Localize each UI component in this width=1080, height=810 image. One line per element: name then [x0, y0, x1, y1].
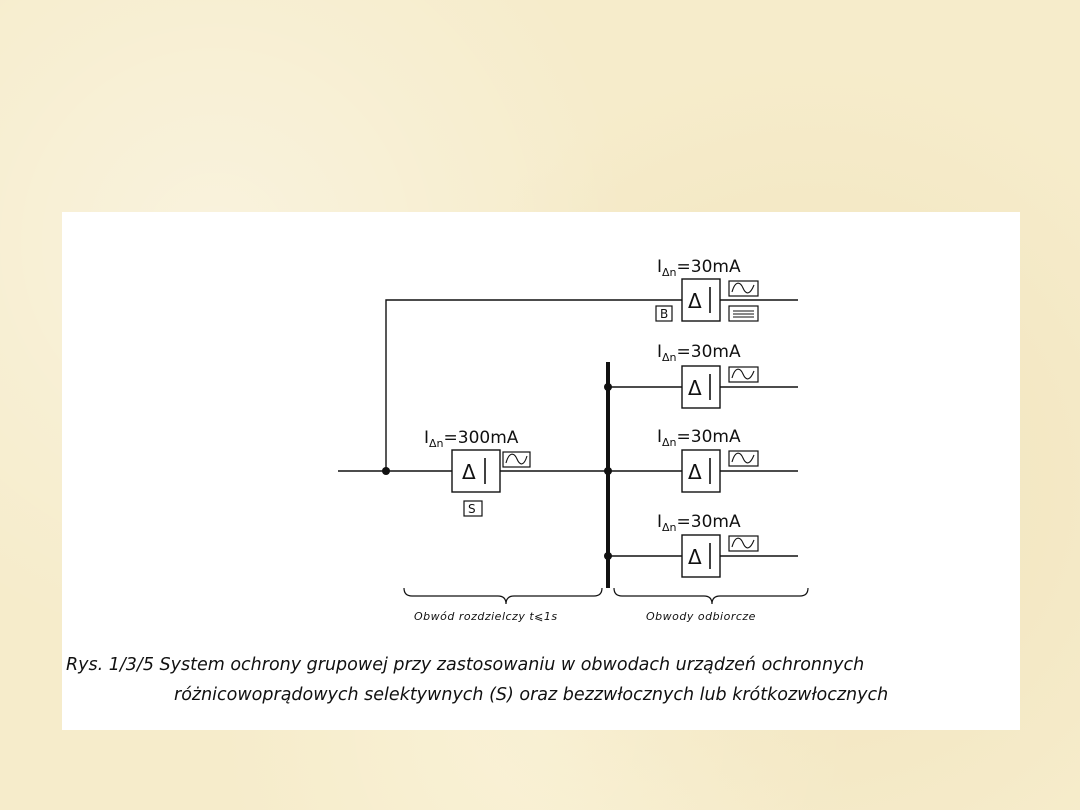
ac-wave-icon [731, 537, 755, 549]
rating-label: IΔn=30mA [657, 427, 741, 449]
type-b-mark-box [655, 305, 673, 322]
branch-rcd-3: Δ IΔn=30mA [657, 512, 759, 578]
wiring [338, 299, 798, 557]
caption-line-2: różnicowoprądowych selektywnych (S) oraz… [174, 685, 889, 705]
junction-dot [604, 467, 612, 475]
type-b-rcd: Δ B IΔn=30mA [655, 257, 759, 322]
delta-symbol: Δ [688, 289, 702, 313]
rcd-box [681, 534, 721, 578]
rating-label: IΔn=30mA [657, 342, 741, 364]
junctions [382, 383, 612, 560]
junction-dot [382, 467, 390, 475]
rcd-box [681, 449, 721, 493]
ac-wave-icon [731, 368, 755, 380]
ac-wave-icon [731, 282, 755, 294]
rating-label: IΔn=30mA [657, 512, 741, 534]
branch-rcd-2: Δ IΔn=30mA [657, 427, 759, 493]
delta-symbol: Δ [688, 460, 702, 484]
rating-label: IΔn=30mA [657, 257, 741, 279]
dc-lines-icon [733, 310, 754, 318]
selective-mark: S [468, 502, 476, 516]
delta-symbol: Δ [462, 460, 476, 484]
rcd-box [451, 449, 501, 493]
junction-dot [604, 552, 612, 560]
main-rcd: Δ S IΔn=300mA [424, 428, 531, 517]
rcd-box [681, 365, 721, 409]
rating-label: IΔn=300mA [424, 428, 519, 450]
selective-mark-box [463, 500, 483, 517]
distribution-brace-label: Obwód rozdzielczy t⩽1s [414, 610, 558, 623]
figure-caption: Rys. 1/3/5 System ochrony grupowej przy … [66, 650, 1016, 710]
ac-wave-icon [505, 453, 528, 465]
receivers-brace-label: Obwody odbiorcze [646, 610, 756, 623]
delta-symbol: Δ [688, 545, 702, 569]
branch-rcd-1: Δ IΔn=30mA [657, 342, 759, 409]
type-b-branch-wire [385, 299, 682, 471]
ac-wave-icon [731, 452, 755, 464]
distribution-brace [403, 587, 603, 605]
type-b-mark: B [660, 307, 668, 321]
receivers-brace [613, 587, 809, 605]
delta-symbol: Δ [688, 376, 702, 400]
junction-dot [604, 383, 612, 391]
caption-line-1: Rys. 1/3/5 System ochrony grupowej przy … [66, 655, 865, 675]
rcd-box [681, 278, 721, 322]
rcd-protection-diagram: Δ S IΔn=300mA Δ B IΔn=30mA [338, 257, 809, 623]
figure-panel: Δ S IΔn=300mA Δ B IΔn=30mA [62, 212, 1020, 730]
